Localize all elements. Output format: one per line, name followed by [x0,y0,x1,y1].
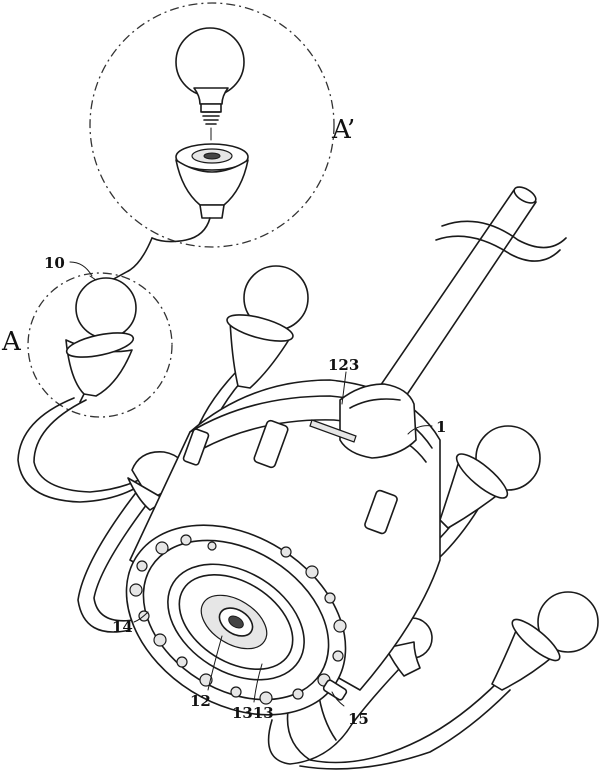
detail-socket [151,143,249,243]
label-10: 10 [44,254,65,272]
label-15: 15 [348,710,369,728]
detail-circle-a [27,272,173,418]
label-detail-a-prime: A’ [331,115,355,145]
label-1: 1 [436,418,446,436]
detail-bulb [175,27,245,141]
detail-circle-a-prime [89,2,335,248]
main-body [125,379,441,716]
hanging-rod [375,186,567,403]
label-1313: 1313 [232,704,274,722]
leader-lines [69,261,433,707]
bulb-assembly-a [65,277,137,403]
label-14: 14 [112,618,133,636]
bulb-assembly-right [439,425,541,529]
label-12: 12 [190,692,211,710]
label-detail-a: A [1,327,22,357]
reference-labels: 10 1 123 14 12 1313 15 A A’ [1,115,446,728]
detail-connector-line [103,237,153,285]
rim-holes [129,534,347,705]
bulb-assembly-upper [226,265,309,389]
bulb-assembly-lower-right [491,591,599,691]
label-123: 123 [328,356,359,374]
